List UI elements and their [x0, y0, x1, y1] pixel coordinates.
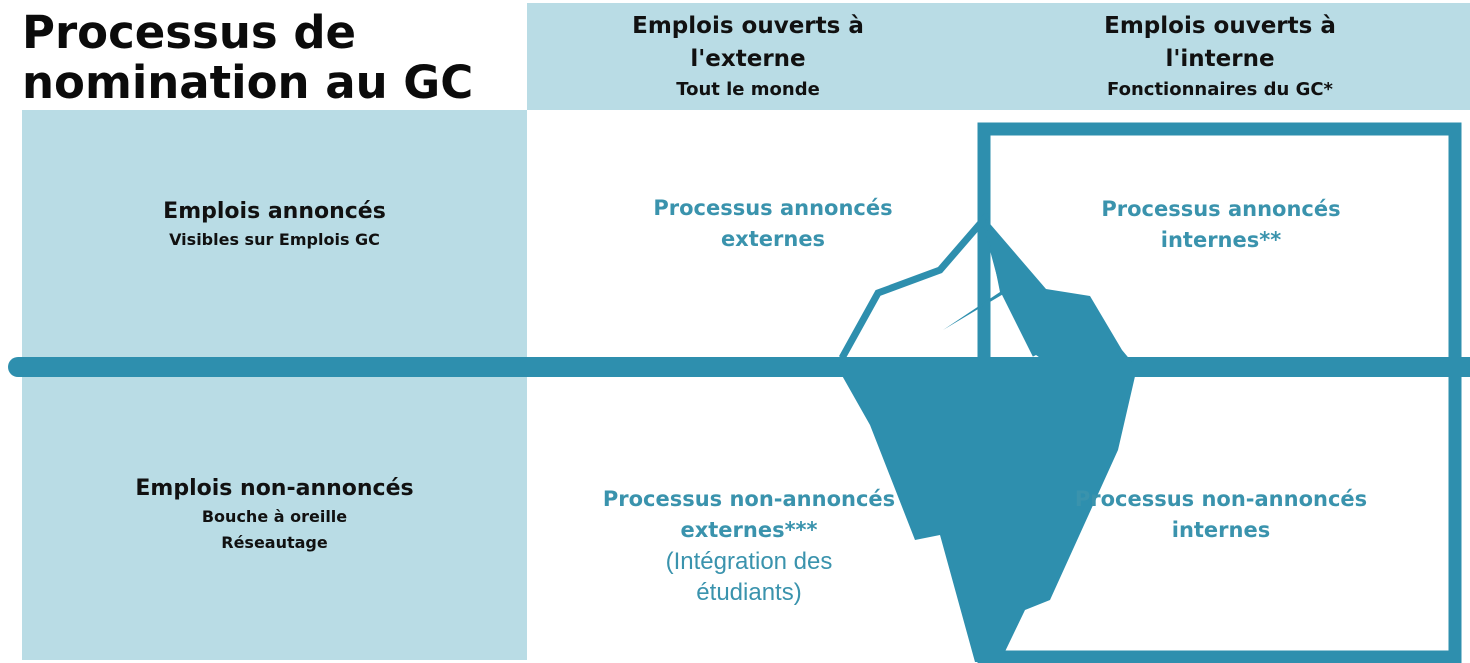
cell-advertised-external: Processus annoncés externes — [563, 193, 983, 255]
cell-advertised-external-text: Processus annoncés externes — [653, 196, 893, 251]
row-header-nonadvertised: Emplois non-annoncés Bouche à oreille Ré… — [22, 474, 527, 556]
column-header-internal: Emplois ouverts à l'interne Fonctionnair… — [990, 10, 1450, 104]
cell-nonadvertised-internal-text: Processus non-annoncés internes — [1074, 487, 1368, 542]
row-header-advertised-label: Emplois annoncés — [163, 199, 386, 224]
column-header-external-label: Emplois ouverts à l'externe — [632, 13, 864, 72]
cell-advertised-internal-text: Processus annoncés internes** — [1101, 197, 1341, 252]
row-header-panel — [22, 110, 527, 660]
column-header-panel — [527, 3, 1470, 110]
column-header-internal-sublabel: Fonctionnaires du GC* — [1107, 79, 1333, 100]
column-header-external-sublabel: Tout le monde — [676, 79, 820, 100]
column-header-internal-label: Emplois ouverts à l'interne — [1104, 13, 1336, 72]
row-header-nonadvertised-label: Emplois non-annoncés — [135, 476, 414, 501]
cell-nonadvertised-external-note: (Intégration des étudiants) — [665, 548, 833, 606]
row-header-advertised-sublabel: Visibles sur Emplois GC — [169, 230, 380, 249]
row-header-advertised: Emplois annoncés Visibles sur Emplois GC — [22, 197, 527, 253]
cell-nonadvertised-internal: Processus non-annoncés internes — [1011, 484, 1431, 546]
column-header-external: Emplois ouverts à l'externe Tout le mond… — [518, 10, 978, 104]
iceberg-icon — [838, 210, 1136, 662]
iceberg-submerged — [840, 372, 1136, 662]
cell-advertised-internal: Processus annoncés internes** — [1011, 194, 1431, 256]
cell-nonadvertised-external: Processus non-annoncés externes*** (Inté… — [539, 484, 959, 608]
row-header-nonadvertised-sublabel-1: Bouche à oreille — [201, 507, 348, 526]
cell-nonadvertised-external-text: Processus non-annoncés externes*** — [602, 487, 896, 542]
iceberg-shaded-face — [943, 218, 1132, 362]
row-header-nonadvertised-sublabel-2: Réseautage — [221, 533, 328, 552]
page-title: Processus de nomination au GC — [22, 6, 474, 109]
